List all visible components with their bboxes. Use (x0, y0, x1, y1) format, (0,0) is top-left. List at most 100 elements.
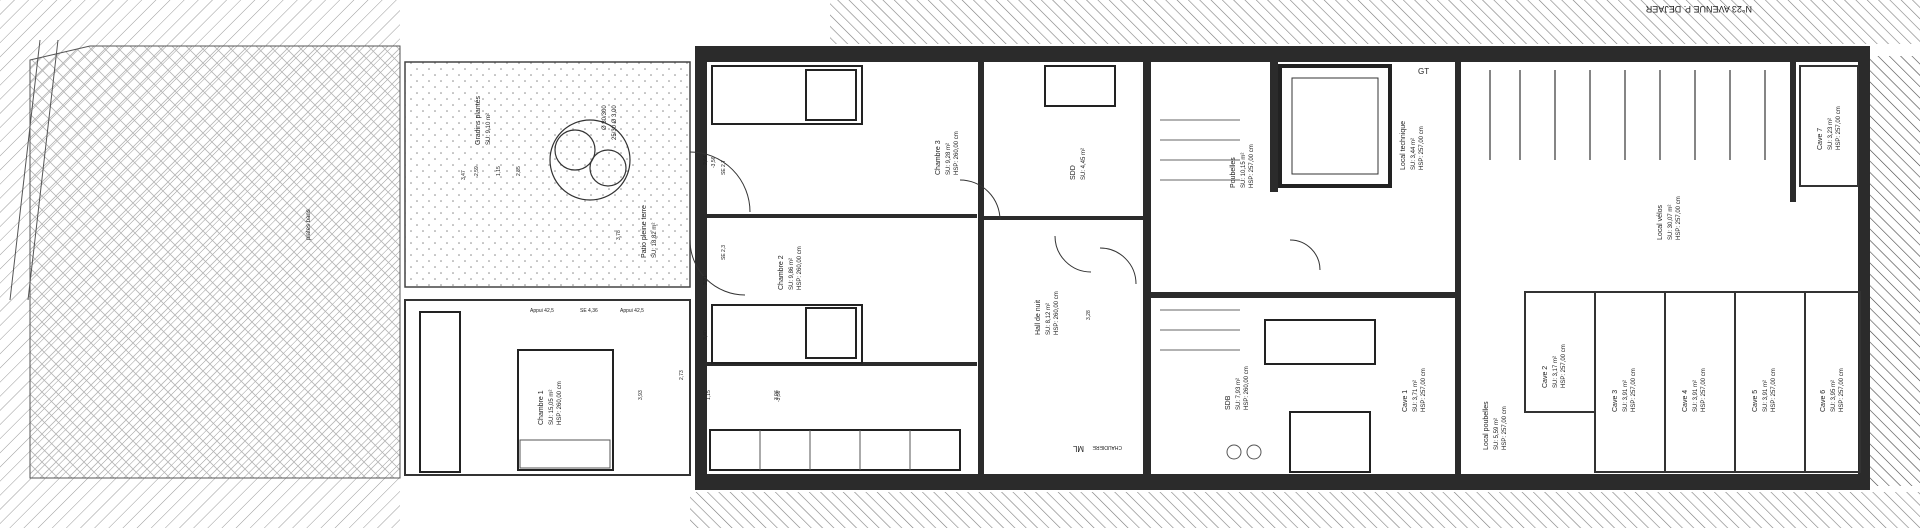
dimension-label: 2,31 (703, 275, 709, 285)
dimension-label: 3,78 (616, 230, 622, 240)
cave3-label: Cave 3 (1612, 390, 1619, 412)
bed-chambre3 (711, 65, 863, 125)
svg-text:HSP: 257,00 cm: HSP: 257,00 cm (1421, 368, 1427, 412)
svg-text:HSP: 257,00 cm: HSP: 257,00 cm (1502, 406, 1508, 450)
dimension-label: 3,96 (774, 390, 780, 400)
cave5-label: Cave 5 (1752, 390, 1759, 412)
hall-nuit-label: Hall de nuit (1035, 300, 1042, 335)
svg-text:Appui 42,5: Appui 42,5 (620, 308, 644, 314)
bed-chambre1 (517, 349, 614, 471)
wardrobe-hall (709, 429, 961, 471)
svg-text:SU: 15,05 m²: SU: 15,05 m² (549, 390, 555, 425)
svg-text:SU: 3,91 m²: SU: 3,91 m² (1693, 380, 1699, 412)
bike-racks (1489, 70, 1766, 160)
top-neighbour-hatch (830, 0, 1920, 44)
svg-text:25/30 Ø 3,00: 25/30 Ø 3,00 (612, 105, 618, 140)
svg-text:HSP: 257,00 cm: HSP: 257,00 cm (1249, 144, 1255, 188)
dimension-label: 3,47 (461, 170, 467, 180)
dimension-label: 3,28 (1086, 310, 1092, 320)
svg-text:SU: 3,91 m²: SU: 3,91 m² (1763, 380, 1769, 412)
svg-text:Appui 42,5: Appui 42,5 (530, 308, 554, 314)
right-wall-hatch (1865, 56, 1920, 486)
svg-text:SU: 10,15 m²: SU: 10,15 m² (1241, 153, 1247, 188)
dimension-label: -3,56 (711, 156, 717, 168)
gradins-label: Gradins plantés (475, 95, 482, 145)
tree-symbol (549, 119, 631, 201)
svg-text:HSP: 260,00 cm: HSP: 260,00 cm (557, 381, 563, 425)
svg-text:SU: 3,91 m²: SU: 3,91 m² (1623, 380, 1629, 412)
svg-text:HSP: 257,00 cm: HSP: 257,00 cm (1676, 196, 1682, 240)
cave7-label: Cave 7 (1817, 128, 1824, 150)
shower-sdb (1289, 411, 1371, 473)
bed-chambre2 (711, 304, 863, 364)
stairs (1160, 119, 1240, 351)
svg-text:SE 4,36: SE 4,36 (580, 308, 598, 314)
svg-text:SU: 4,45 m²: SU: 4,45 m² (1081, 148, 1087, 180)
svg-text:HSP: 260,00 cm: HSP: 260,00 cm (1244, 366, 1250, 410)
cave4-label: Cave 4 (1682, 390, 1689, 412)
svg-text:SU: 18,82 m²: SU: 18,82 m² (652, 223, 658, 258)
svg-text:SU: 9,28 m²: SU: 9,28 m² (946, 143, 952, 175)
gt-label: GT (1418, 67, 1429, 76)
svg-text:SE 2,3: SE 2,3 (721, 245, 727, 260)
poubelles-label: Poubelles (1230, 157, 1237, 188)
dimension-label: 2,85 (516, 166, 522, 176)
svg-text:SU: 3,44 m²: SU: 3,44 m² (1411, 138, 1417, 170)
svg-text:HSP: 257,00 cm: HSP: 257,00 cm (1701, 368, 1707, 412)
dimension-label: 1,15 (706, 390, 712, 400)
cave-partitions (1524, 65, 1861, 473)
dimension-label: 2,59 (474, 166, 480, 176)
dimension-label: 2,73 (679, 370, 685, 380)
svg-text:Ø 30/300: Ø 30/300 (602, 105, 608, 130)
svg-text:HSP: 257,00 cm: HSP: 257,00 cm (1631, 368, 1637, 412)
chambre2-label: Chambre 2 (778, 255, 785, 290)
chaudiere-label: CHAUDIERE (1092, 444, 1122, 450)
dimension-label: 3,40 (703, 330, 709, 340)
svg-text:SU: 3,71 m²: SU: 3,71 m² (1413, 380, 1419, 412)
svg-text:SU: 7,93 m²: SU: 7,93 m² (1236, 378, 1242, 410)
svg-text:HSP: 260,00 cm: HSP: 260,00 cm (954, 131, 960, 175)
patio-label: Patio pleine terre (641, 205, 648, 258)
svg-text:HSP: 260,00 cm: HSP: 260,00 cm (797, 246, 803, 290)
local-velos-label: Local vélos (1657, 204, 1664, 240)
door-swings (689, 151, 1321, 296)
svg-text:SU: 3,95 m²: SU: 3,95 m² (1831, 380, 1837, 412)
dimension-label: -3,56 (776, 390, 782, 402)
svg-text:SE 2,7: SE 2,7 (721, 160, 727, 175)
svg-text:SU: 3,23 m²: SU: 3,23 m² (1828, 118, 1834, 150)
cave2-label: Cave 2 (1542, 366, 1549, 388)
chambre3-label: Chambre 3 (935, 140, 942, 175)
dimension-label: 3,93 (638, 390, 644, 400)
local-technique-label: Local technique (1400, 121, 1407, 170)
svg-text:SU: 30,07 m²: SU: 30,07 m² (1668, 205, 1674, 240)
bottom-neighbour-hatch (690, 492, 1920, 528)
cave1-label: Cave 1 (1402, 390, 1409, 412)
shower-sdd (1044, 65, 1116, 107)
svg-text:SU: 9,86 m²: SU: 9,86 m² (789, 258, 795, 290)
svg-text:HSP: 260,00 cm: HSP: 260,00 cm (1054, 291, 1060, 335)
outer-wall-left (695, 46, 707, 490)
chambre1-label: Chambre 1 (538, 390, 545, 425)
svg-text:SU: 8,12 m²: SU: 8,12 m² (1046, 303, 1052, 335)
svg-text:SU: 3,17 m²: SU: 3,17 m² (1553, 356, 1559, 388)
svg-text:HSP: 257,00 cm: HSP: 257,00 cm (1771, 368, 1777, 412)
dimension-label: 1,15 (496, 166, 502, 176)
dimension-label: 2,64 (703, 155, 709, 165)
svg-text:HSP: 257,00 cm: HSP: 257,00 cm (1561, 344, 1567, 388)
sdd-label: SDD (1070, 165, 1077, 180)
street-sign: N°23 AVENUE P. DEJAER (1645, 4, 1752, 14)
garden-plot (29, 45, 401, 479)
svg-text:SU: 9,10 m²: SU: 9,10 m² (486, 113, 492, 145)
sdb-label: SDB (1225, 395, 1232, 410)
patio-zone (404, 61, 691, 288)
svg-text:HSP: 257,00 cm: HSP: 257,00 cm (1836, 106, 1842, 150)
cave6-label: Cave 6 (1820, 390, 1827, 412)
local-technique-box (1278, 64, 1392, 188)
local-poubelles-label: Local poubelles (1483, 401, 1490, 450)
svg-text:HSP: 257,00 cm: HSP: 257,00 cm (1839, 368, 1845, 412)
bathtub-sdb (1264, 319, 1376, 365)
ml-label: ML (1072, 444, 1084, 453)
outer-wall-bottom (695, 474, 1870, 490)
outer-wall-top (695, 46, 1870, 62)
